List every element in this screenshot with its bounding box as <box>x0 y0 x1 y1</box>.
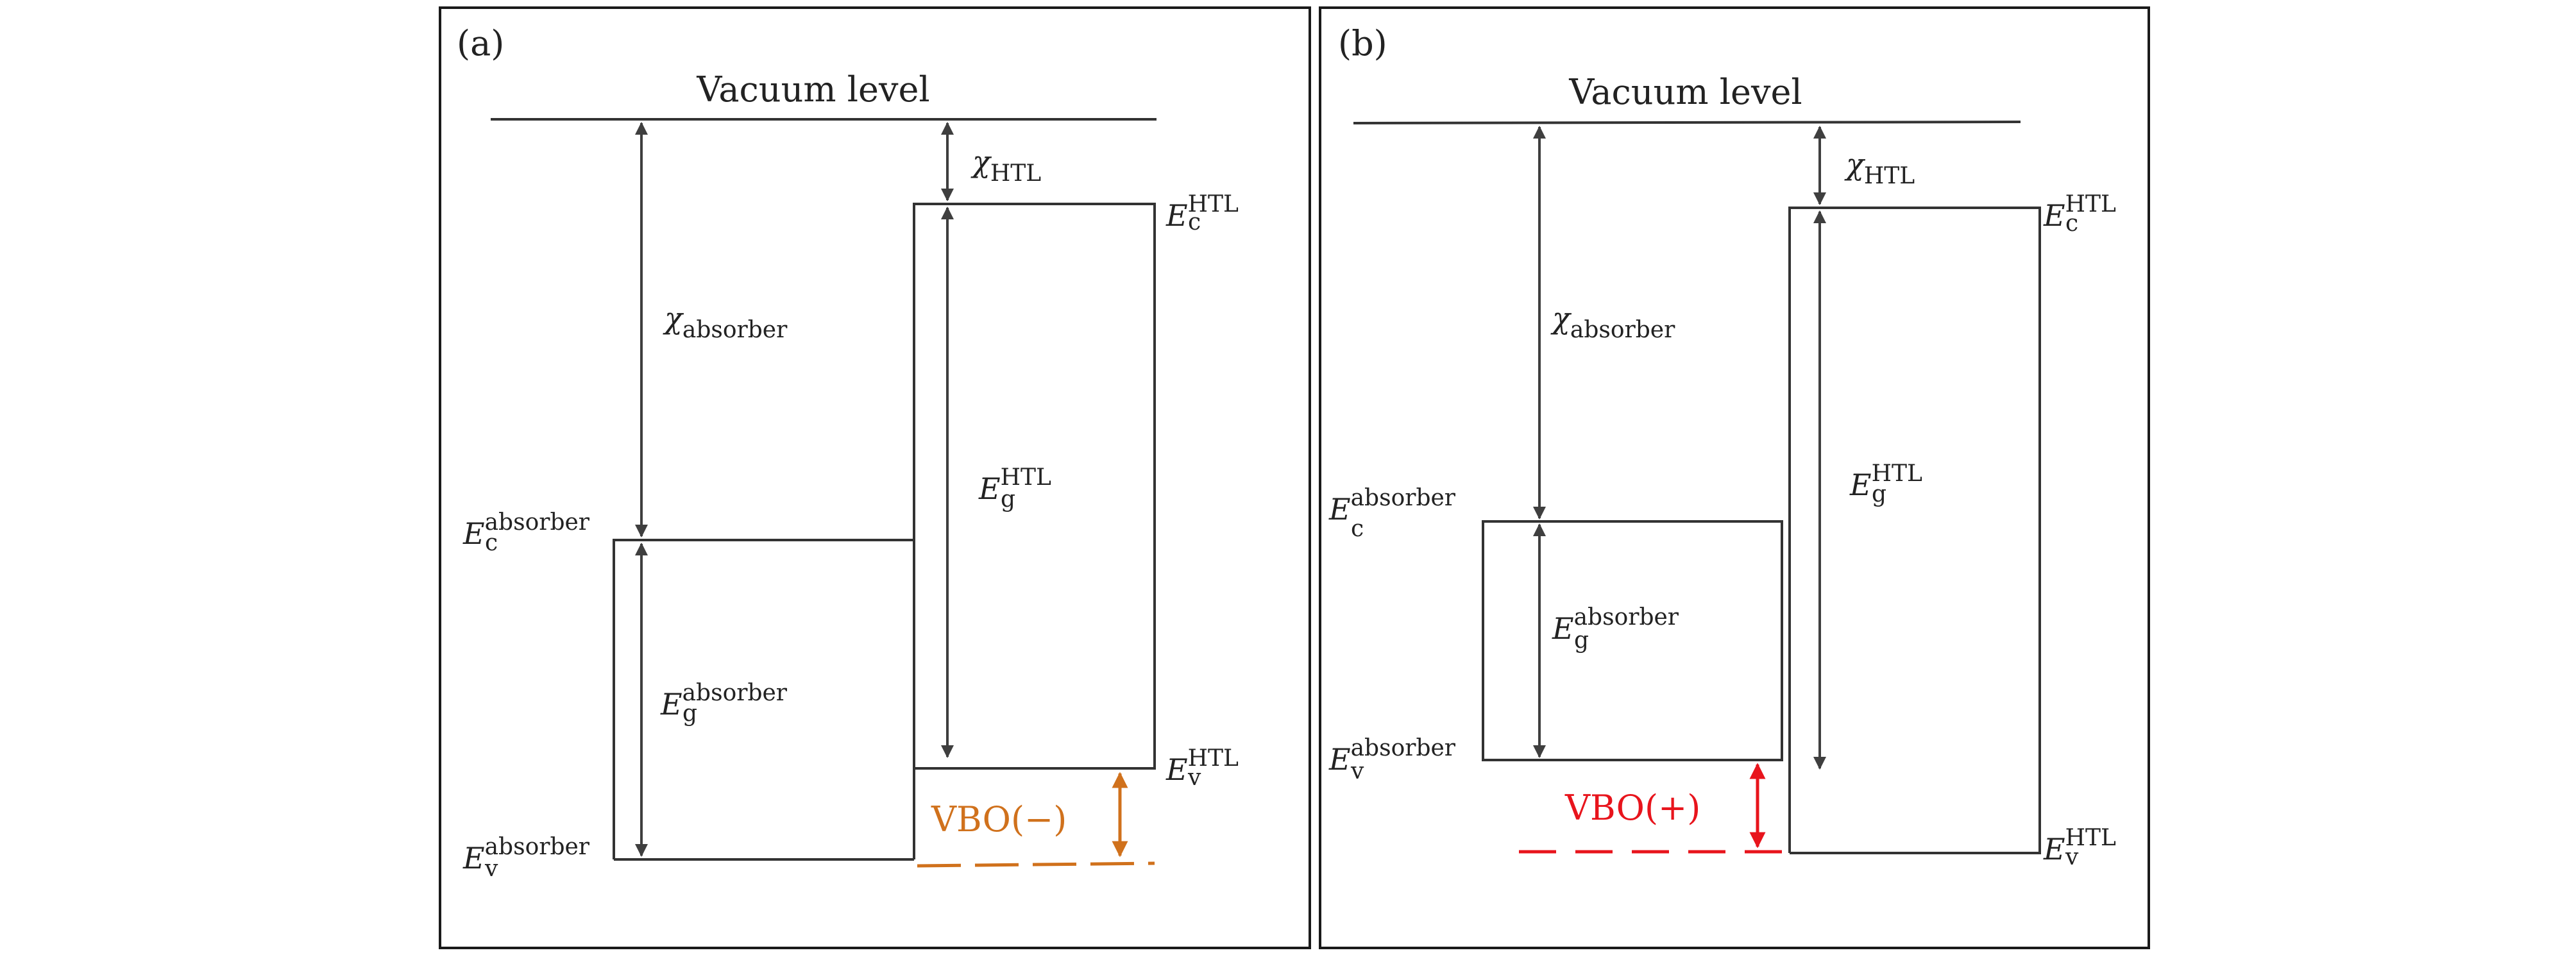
panel-b-ev-absorber-sub: v <box>1350 758 1364 784</box>
panel-a-eg-absorber-sub: g <box>682 700 697 727</box>
panel-b-eg-htl-label: EHTL <box>1849 461 1922 502</box>
panel-a-ec-htl-label: EHTL <box>1165 191 1239 233</box>
panel-a-ec-absorber-label: Eabsorber <box>462 509 590 551</box>
panel-b-ev-htl-label: EHTL <box>2043 825 2116 866</box>
panel-a-tag: (a) <box>457 23 504 63</box>
panel-a-ev-htl-label: EHTL <box>1165 745 1239 787</box>
panel-a-absorber-conduction-edge <box>613 539 914 859</box>
panel-a-vacuum-level-label: Vacuum level <box>696 69 929 110</box>
panel-a-ev-absorber-label: Eabsorber <box>462 834 590 875</box>
panel-a-eg-htl-label: EHTL <box>978 464 1051 506</box>
panel-a-ec-htl-sub: c <box>1188 209 1201 235</box>
panel-b-chi-absorber-label: χabsorber <box>1550 301 1675 343</box>
panel-b-vacuum-level-label: Vacuum level <box>1568 72 1802 112</box>
panel-b-eg-absorber-sub: g <box>1574 627 1589 654</box>
panel-b-vbo-label: VBO(+) <box>1564 788 1700 828</box>
panel-a-frame <box>439 6 1311 949</box>
panel-b-tag: (b) <box>1338 23 1387 63</box>
panel-b-absorber-band-box <box>1482 520 1783 761</box>
panel-a-chi-absorber-label: χabsorber <box>663 301 788 343</box>
panel-b-ec-htl-sub: c <box>2065 210 2078 237</box>
panel-b: (b) Vacuum level χHTL χabsorber EHTL c E… <box>1319 6 2150 949</box>
panel-a-chi-htl-label: χHTL <box>970 144 1041 187</box>
panel-b-ev-absorber-label: Eabsorber <box>1328 735 1456 777</box>
panel-a: (a) Vacuum level χHTL χabsorber EHTL c E… <box>439 6 1311 949</box>
panel-a-ev-htl-sub: v <box>1187 765 1201 791</box>
panel-b-ec-htl-label: EHTL <box>2043 191 2116 233</box>
panel-b-chi-htl-label: χHTL <box>1844 147 1915 189</box>
panel-b-frame <box>1319 6 2150 949</box>
panel-b-htl-band-box <box>1788 207 2041 854</box>
panel-a-htl-band-box <box>913 203 1156 859</box>
panel-b-ev-htl-sub: v <box>2065 844 2079 870</box>
panel-b-ec-absorber-label: Eabsorber <box>1328 485 1456 527</box>
panel-b-eg-absorber-label: Eabsorber <box>1552 604 1679 646</box>
panel-b-vacuum-level-line <box>1353 121 2021 124</box>
panel-a-eg-absorber-label: Eabsorber <box>660 680 788 722</box>
panel-a-vbo-label: VBO(−) <box>931 799 1067 840</box>
panel-a-ev-absorber-sub: v <box>484 856 498 882</box>
panel-a-eg-htl-sub: g <box>1001 486 1015 512</box>
panel-a-vbo-dashed-line <box>917 861 1155 868</box>
panel-b-eg-htl-sub: g <box>1872 481 1886 507</box>
panel-b-ec-absorber-sub: c <box>1351 516 1364 542</box>
panel-a-ec-absorber-sub: c <box>485 530 498 556</box>
